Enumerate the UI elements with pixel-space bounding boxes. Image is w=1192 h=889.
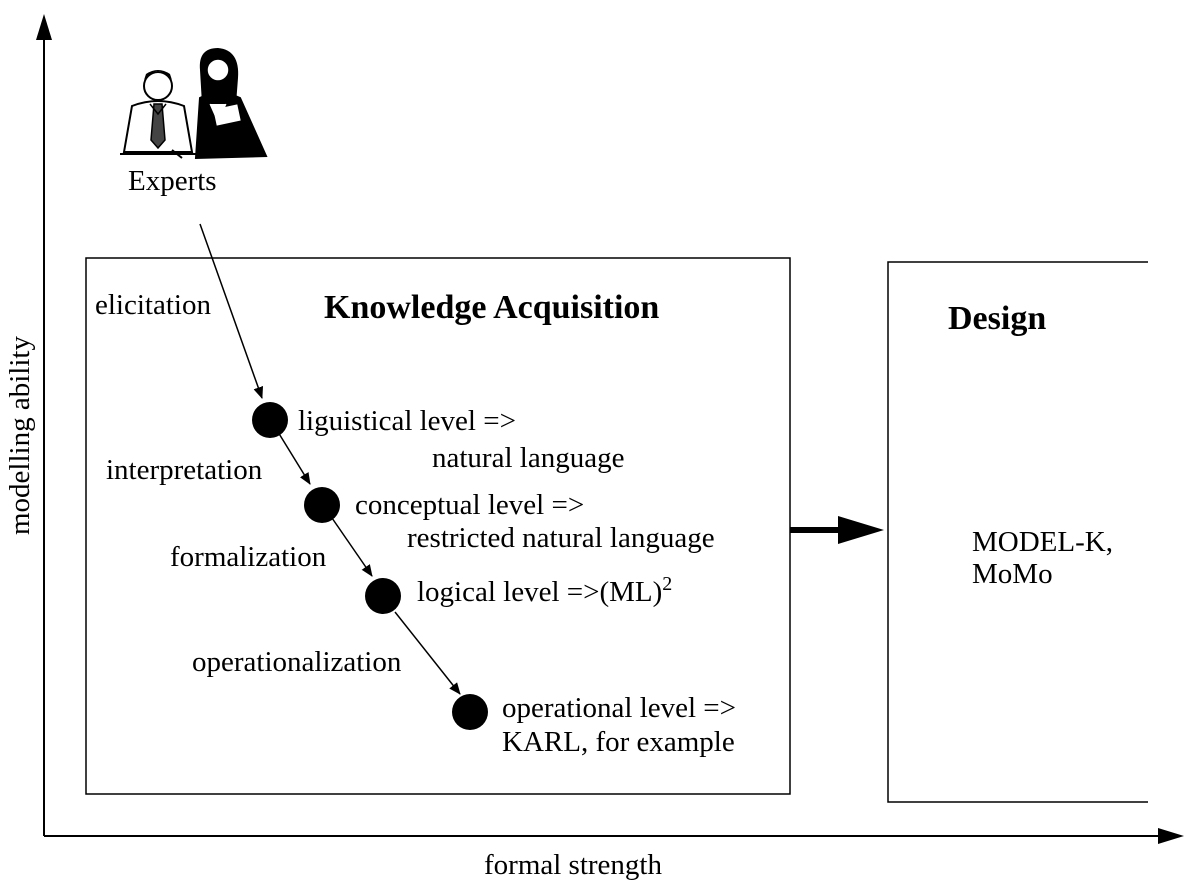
formalization-arrow	[331, 517, 373, 577]
interpretation-arrow	[277, 431, 311, 485]
logical-level-text: logical level =>(ML)	[417, 576, 663, 608]
design-box	[887, 261, 1148, 803]
logical-level-label: logical level =>(ML)2	[417, 574, 672, 608]
operationalization-arrow	[394, 611, 461, 695]
knowledge-acquisition-title: Knowledge Acquisition	[324, 289, 660, 326]
step-interpretation: interpretation	[106, 454, 263, 486]
conceptual-level-node	[304, 487, 340, 523]
design-line-1: MODEL-K,	[972, 526, 1113, 558]
x-axis-label: formal strength	[484, 849, 662, 881]
y-axis-label: modelling ability	[4, 336, 36, 535]
design-line-2: MoMo	[972, 558, 1053, 590]
step-operationalization: operationalization	[192, 646, 402, 678]
logical-level-superscript: 2	[662, 573, 673, 595]
operational-level-detail: KARL, for example	[502, 726, 735, 758]
elicitation-arrow	[199, 223, 264, 399]
transition-arrowhead	[838, 516, 884, 544]
linguistic-level-node	[252, 402, 288, 438]
experts-label: Experts	[128, 165, 217, 197]
step-elicitation: elicitation	[95, 289, 211, 321]
people-icon	[120, 48, 268, 160]
logical-level-node	[365, 578, 401, 614]
linguistic-level-label: liguistical level =>	[298, 405, 516, 437]
knowledge-acquisition-box	[85, 257, 791, 795]
x-axis-arrowhead	[1158, 828, 1184, 844]
conceptual-level-label: conceptual level =>	[355, 489, 585, 521]
operational-level-node	[452, 694, 488, 730]
y-axis-arrowhead	[36, 14, 52, 40]
design-title: Design	[948, 300, 1047, 337]
conceptual-level-detail: restricted natural language	[407, 522, 715, 554]
step-formalization: formalization	[170, 541, 327, 573]
linguistic-level-detail: natural language	[432, 442, 625, 474]
operational-level-label: operational level =>	[502, 692, 737, 724]
